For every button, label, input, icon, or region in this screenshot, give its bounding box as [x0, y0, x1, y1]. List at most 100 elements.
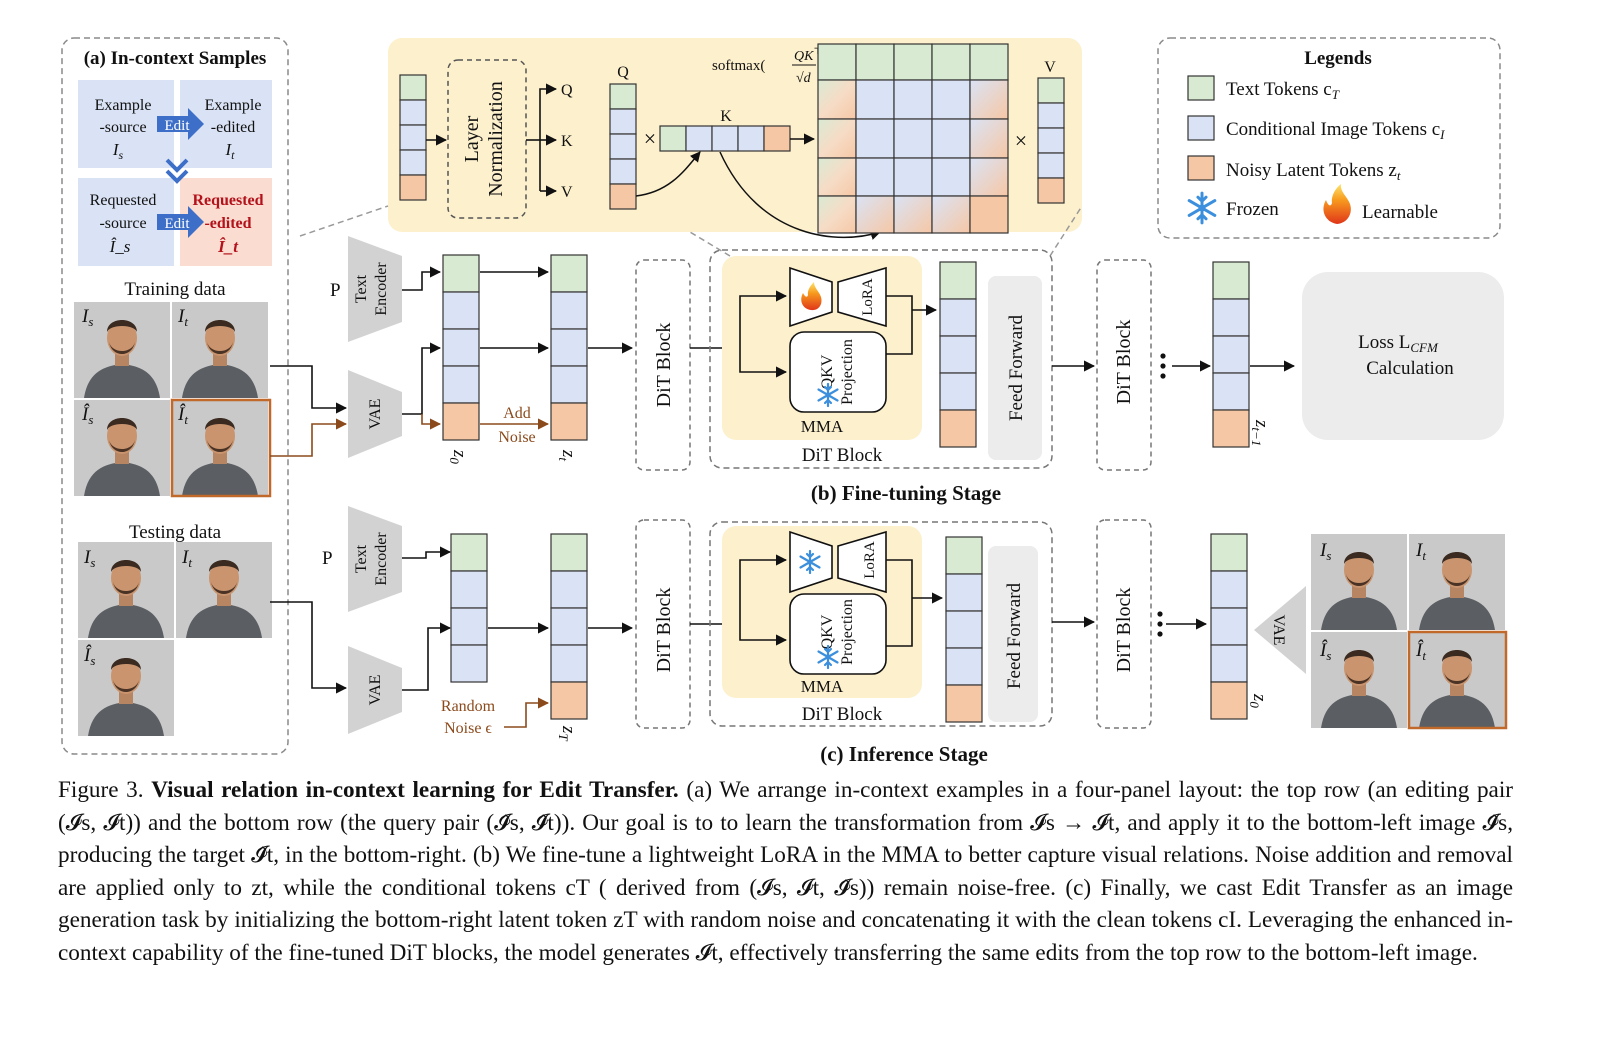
attention-matrix: [817, 43, 1009, 234]
inf-dit-block-1-label: DiT Block: [653, 588, 675, 673]
out-it-label: It: [1415, 540, 1426, 563]
inf-qkv-label-1: QKV: [819, 614, 836, 649]
inf-dit-block-2-label: DiT Block: [1113, 588, 1135, 673]
test-is-label: Is: [83, 547, 95, 570]
inf-vae-decoder-label: VAE: [1270, 615, 1287, 646]
edit-arrow-top-label: Edit: [165, 118, 191, 134]
ft-feed-forward-label: Feed Forward: [1006, 314, 1027, 421]
ft-mma-label: MMA: [801, 417, 844, 436]
random-noise-label-1: Random: [441, 698, 496, 715]
inf-z0-token-stack: [1210, 533, 1248, 720]
inf-mma-label: MMA: [801, 677, 844, 696]
caption-title: Visual relation in-context learning for …: [151, 777, 679, 803]
legend-box: [1157, 37, 1501, 239]
legend-frozen: Frozen: [1226, 199, 1279, 220]
ft-mid-token-stack: [939, 261, 977, 448]
snowflake-icon: [1187, 191, 1217, 225]
loss-label-2: Calculation: [1366, 358, 1454, 379]
panel-a-title: (a) In-context Samples: [84, 48, 267, 69]
example-edited-label-2: -edited: [211, 119, 255, 136]
inf-feed-forward: [988, 546, 1038, 722]
ft-lora-up: [837, 266, 887, 328]
legend-learnable: Learnable: [1362, 202, 1438, 223]
ft-text-encoder-label-1: Text: [353, 274, 370, 303]
q-token-stack: [609, 83, 637, 210]
inf-dit-block-expanded: [709, 521, 1053, 727]
inf-input-token-stack: [450, 533, 488, 683]
softmax-denominator: √d: [796, 71, 812, 86]
ft-zt-token-stack: [550, 254, 588, 441]
layer-norm-label-1: Layer: [461, 115, 483, 162]
inf-text-encoder: [348, 506, 402, 612]
layer-norm-box: [447, 59, 527, 219]
figure-caption: Figure 3. Visual relation in-context lea…: [58, 774, 1513, 969]
caption-body-1: (a) We arrange in-context examples in a …: [58, 777, 1514, 868]
ft-zt1-token-stack: [1212, 261, 1250, 448]
in-context-panel: [61, 37, 289, 755]
inf-lora-up: [837, 530, 887, 594]
softmax-label: softmax(: [712, 58, 765, 74]
ft-dit-block-expanded: [709, 249, 1053, 469]
flame-icon: [801, 282, 822, 311]
ft-vae-label: VAE: [367, 399, 384, 430]
legend-noisy-tokens: Noisy Latent Tokens zt: [1226, 160, 1401, 183]
train-hit-label: Ît: [177, 403, 188, 427]
ft-text-encoder: [348, 236, 402, 342]
example-edited-symbol: It: [224, 140, 235, 162]
testing-data-label: Testing data: [129, 522, 222, 543]
legend-title: Legends: [1304, 48, 1372, 69]
inf-prompt-label: P: [322, 548, 333, 569]
requested-source-label-1: Requested: [90, 192, 157, 209]
ft-z0-label: z0: [447, 449, 470, 464]
ft-dit-block-1: [635, 259, 691, 471]
k-stack-label: K: [720, 108, 732, 125]
training-photo-grid: [74, 302, 272, 498]
ft-vae: [348, 370, 402, 458]
random-noise-label-2: Noise ϵ: [444, 720, 492, 737]
train-is-label: Is: [81, 306, 93, 329]
legend-swatch-cond: [1187, 115, 1215, 141]
output-photo-grid: [1311, 534, 1508, 730]
ft-lora-label: LoRA: [860, 278, 876, 316]
inference-stage-title: (c) Inference Stage: [820, 742, 988, 766]
ft-zt-label: zt: [556, 449, 579, 461]
caption-body-3: (c) Finally, we cast Edit Transfer as an…: [58, 874, 1514, 966]
chevron-down-icon: [165, 158, 189, 184]
inf-z0-label: z0: [1247, 693, 1270, 708]
out-hit-label: Ît: [1415, 639, 1426, 663]
ft-qkv-label-2: Projection: [839, 339, 856, 405]
ft-text-encoder-label-2: Encoder: [373, 262, 390, 316]
ft-dit-block-2-label: DiT Block: [1113, 320, 1135, 405]
ft-dit-block-caption: DiT Block: [802, 445, 883, 466]
inf-lora-label: LoRA: [862, 541, 878, 579]
inf-mid-token-stack: [945, 536, 983, 723]
example-edited-label-1: Example: [205, 97, 262, 114]
example-source-symbol: Is: [112, 140, 124, 162]
legend-cond-tokens: Conditional Image Tokens cI: [1226, 119, 1445, 142]
input-token-stack: [399, 74, 427, 201]
add-noise-label-2: Noise: [498, 429, 535, 446]
requested-edited-label-2: -edited: [204, 215, 251, 232]
inf-vae-decoder: [1254, 586, 1306, 674]
train-it-label: It: [177, 306, 188, 329]
flame-icon: [1323, 184, 1351, 224]
requested-source-label-2: -source: [99, 215, 146, 232]
inf-ellipsis: [1157, 611, 1163, 637]
v-token-stack: [1037, 77, 1065, 204]
ft-qkv-projection: [789, 331, 887, 413]
layer-norm-label-2: Normalization: [485, 81, 507, 197]
inf-zT-token-stack: [550, 533, 588, 720]
q-label: Q: [561, 82, 573, 99]
out-his-label: Îs: [1319, 639, 1331, 663]
figure-diagram: (a) In-context Samples Example -source I…: [61, 37, 1508, 766]
v-label: V: [561, 184, 573, 201]
example-source-label-1: Example: [95, 97, 152, 114]
inf-dit-block-2: [1096, 519, 1152, 729]
inf-text-encoder-label-1: Text: [353, 544, 370, 573]
v-out-label: V: [1044, 59, 1056, 76]
example-source-label-2: -source: [99, 119, 146, 136]
edit-arrow-top: [157, 108, 204, 140]
k-token-row: [659, 125, 791, 152]
ft-feed-forward: [988, 276, 1042, 460]
legend-swatch-text: [1187, 75, 1215, 101]
